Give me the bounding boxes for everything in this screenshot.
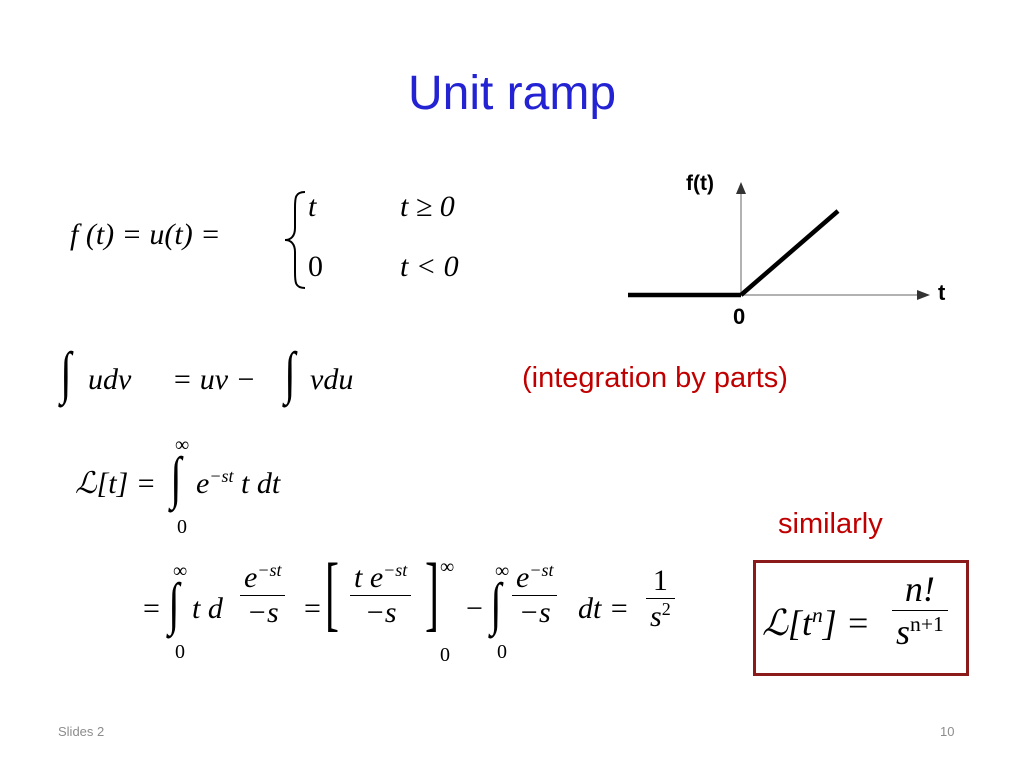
derivation-eq2: = xyxy=(304,592,321,625)
bracket-lower-limit: 0 xyxy=(440,644,450,666)
laplace-lhs: ℒ[t] = xyxy=(75,467,157,500)
derivation-frac-2: e−st−s xyxy=(512,560,558,630)
footer-label: Slides 2 xyxy=(58,724,105,739)
similarly-note: similarly xyxy=(778,508,883,540)
ibp-eq: = uv − xyxy=(172,363,256,396)
derivation-frac-1: e−st−s xyxy=(240,560,286,630)
page-number: 10 xyxy=(940,724,955,739)
derivation-lower-limit-1: 0 xyxy=(175,641,185,663)
derivation-bracket-frac: t e−st−s xyxy=(350,560,412,630)
ramp-graph-svg xyxy=(628,182,930,300)
derivation-eq1: = xyxy=(143,592,160,625)
cases-brace xyxy=(284,191,306,289)
ibp-note: (integration by parts) xyxy=(522,362,788,394)
graph-x-label: t xyxy=(938,280,946,305)
derivation-integral-sign-2: ∫ xyxy=(490,571,502,636)
case1-value: t xyxy=(308,190,317,223)
integral-sign-2: ∫ xyxy=(284,340,296,405)
integral-sign-1: ∫ xyxy=(60,340,72,405)
derivation-minus: − xyxy=(466,592,483,625)
ramp-slope-segment xyxy=(739,209,840,297)
laplace-upper-limit: ∞ xyxy=(175,434,190,456)
derivation-t-d: t d xyxy=(192,592,223,625)
graph-origin-label: 0 xyxy=(733,304,746,329)
case2-value: 0 xyxy=(308,250,323,283)
general-formula-box xyxy=(753,560,969,676)
definition-lhs: f (t) = u(t) = xyxy=(70,218,221,251)
case1-condition: t ≥ 0 xyxy=(400,190,455,223)
derivation-lower-limit-2: 0 xyxy=(497,641,507,663)
derivation-dt-eq: dt = xyxy=(578,592,630,625)
right-bracket: ] xyxy=(424,547,439,640)
derivation-upper-limit-2: ∞ xyxy=(495,560,510,582)
general-lhs: ℒ[tn] = xyxy=(762,603,871,643)
x-axis-arrow-icon xyxy=(917,290,930,300)
graph-y-label: f(t) xyxy=(686,172,714,195)
bracket-upper-limit: ∞ xyxy=(440,556,455,578)
case2-condition: t < 0 xyxy=(400,250,459,283)
slide-title: Unit ramp xyxy=(407,67,617,120)
general-frac: n!sn+1 xyxy=(892,568,948,653)
ibp-lhs: udv xyxy=(88,363,132,396)
laplace-integral-sign: ∫ xyxy=(170,445,182,510)
ibp-rhs: vdu xyxy=(310,363,354,396)
laplace-lower-limit: 0 xyxy=(177,516,187,538)
left-bracket: [ xyxy=(324,547,339,640)
y-axis-arrow-icon xyxy=(736,182,746,194)
derivation-integral-sign-1: ∫ xyxy=(168,571,180,636)
laplace-integrand: e−st t dt xyxy=(196,466,281,500)
derivation-upper-limit-1: ∞ xyxy=(173,560,188,582)
